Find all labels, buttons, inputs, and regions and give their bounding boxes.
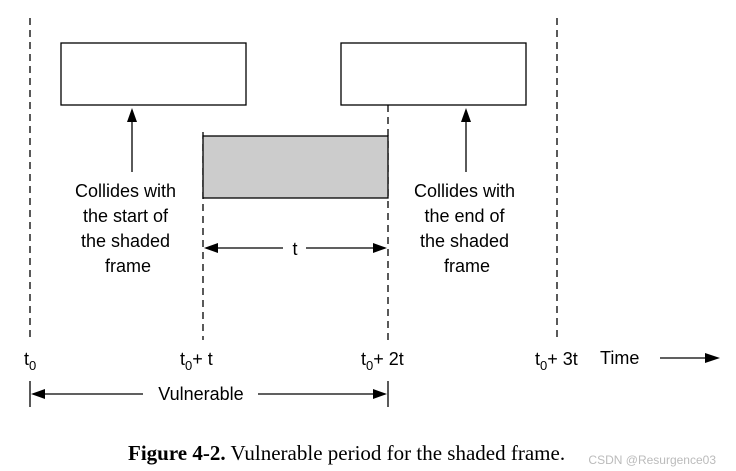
shaded-frame	[202, 135, 389, 199]
collides-end-label: Collides with the end of the shaded fram…	[414, 181, 520, 276]
collides-end-line-4: frame	[444, 256, 490, 276]
right-frame	[340, 42, 527, 106]
caption-prefix: Figure 4-2.	[128, 441, 226, 465]
collides-start-line-4: frame	[105, 256, 151, 276]
tick-t0-plus-3t: t0+ 3t	[535, 349, 578, 373]
interval-t-arrow	[204, 243, 387, 253]
tick-t0-plus-2t: t0+ 2t	[361, 349, 404, 373]
collides-end-line-3: the shaded	[420, 231, 509, 251]
time-axis-arrow	[660, 353, 720, 363]
collides-end-line-1: Collides with	[414, 181, 515, 201]
watermark: CSDN @Resurgence03	[588, 453, 716, 467]
right-up-arrow	[461, 108, 471, 172]
tick-t0-plus-t: t0+ t	[180, 349, 213, 373]
collides-end-line-2: the end of	[424, 206, 505, 226]
collides-start-label: Collides with the start of the shaded fr…	[75, 181, 181, 276]
vulnerable-label: Vulnerable	[158, 384, 243, 404]
collides-start-line-3: the shaded	[81, 231, 170, 251]
vulnerable-span-arrow	[31, 389, 387, 399]
time-axis-label: Time	[600, 348, 639, 368]
left-frame	[60, 42, 247, 106]
caption-text: Vulnerable period for the shaded frame.	[230, 441, 565, 465]
tick-t0: t0	[24, 349, 36, 373]
figure-caption: Figure 4-2. Vulnerable period for the sh…	[128, 441, 565, 465]
collides-start-line-2: the start of	[83, 206, 169, 226]
collides-start-line-1: Collides with	[75, 181, 176, 201]
interval-t-label: t	[292, 239, 297, 259]
left-up-arrow	[127, 108, 137, 172]
